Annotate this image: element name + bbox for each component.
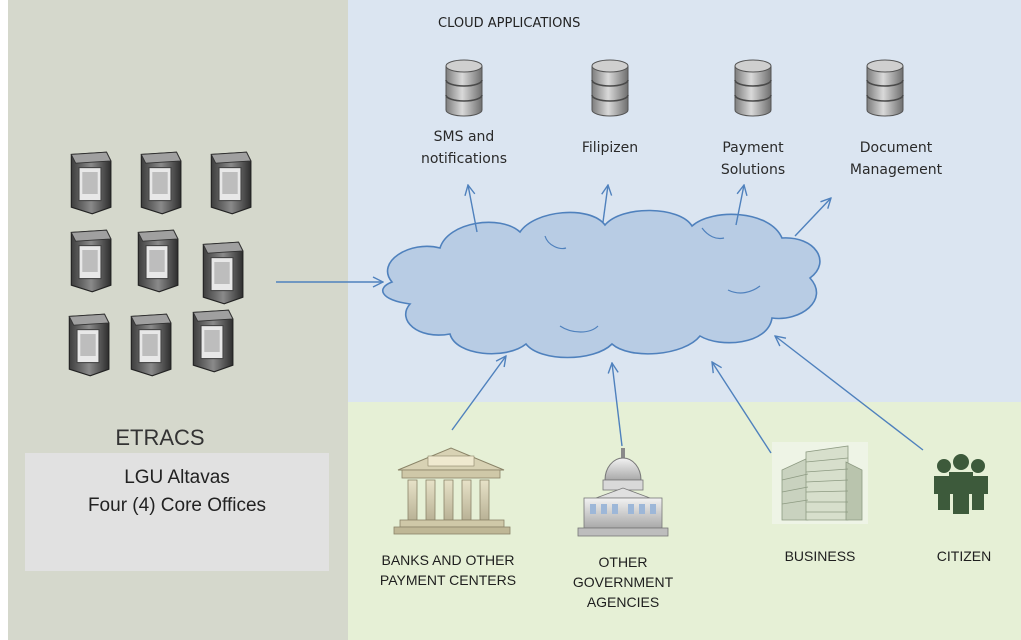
user-label-banks: BANKS AND OTHER PAYMENT CENTERS (379, 552, 517, 588)
server-icon (140, 151, 182, 215)
arrow (612, 363, 623, 447)
database-icon (866, 59, 904, 117)
server-cluster (68, 151, 252, 377)
server-icon (70, 229, 112, 293)
server-icon (202, 241, 244, 305)
etracs-title: ETRACS (115, 425, 205, 450)
app-label-payment: Payment Solutions (720, 140, 786, 178)
app-label-filipizen: Filipizen (581, 140, 639, 156)
arrow (603, 185, 608, 223)
cloud-detail (559, 325, 599, 333)
database-icon (445, 59, 483, 117)
people-group-icon (934, 454, 988, 514)
office-building-icon (772, 442, 868, 524)
arrow (468, 185, 478, 233)
lgu-offices: Four (4) Core Offices (87, 495, 267, 516)
database-icon (591, 59, 629, 117)
cloud-detail (727, 285, 761, 294)
user-label-government: OTHER GOVERNMENT AGENCIES (572, 554, 674, 610)
arrow (735, 185, 744, 226)
arrow (775, 336, 924, 451)
government-building-icon (577, 448, 669, 537)
server-icon (192, 309, 234, 373)
user-label-business: BUSINESS (784, 548, 856, 564)
cloud-detail (701, 227, 725, 240)
app-label-document: Document Management (849, 140, 943, 178)
arrow (712, 362, 772, 454)
cloud-applications-title: CLOUD APPLICATIONS (438, 16, 581, 31)
database-icon (734, 59, 772, 117)
arrow (451, 356, 506, 431)
cloud-shape (381, 209, 821, 359)
bank-icon (393, 447, 511, 535)
server-icon (137, 229, 179, 293)
app-label-sms: SMS and notifications (420, 129, 508, 167)
lgu-name: LGU Altavas (124, 467, 230, 488)
server-icon (70, 151, 112, 215)
cloud-detail (544, 235, 567, 250)
lgu-info-box (25, 453, 329, 571)
server-icon (210, 151, 252, 215)
arrow (794, 198, 831, 237)
user-label-citizen: CITIZEN (936, 548, 992, 564)
server-icon (130, 313, 172, 377)
server-icon (68, 313, 110, 377)
